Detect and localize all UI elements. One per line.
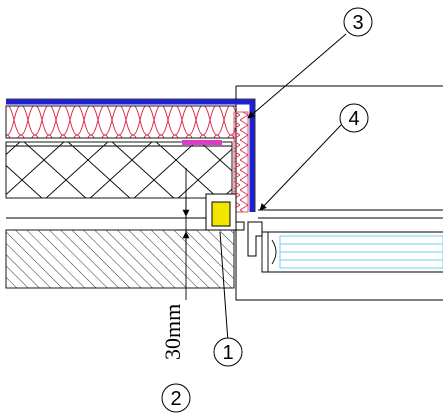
yellow-fixing-block xyxy=(205,193,245,231)
svg-text:2: 2 xyxy=(170,388,181,410)
glazing-unit xyxy=(271,235,443,269)
waterproof-membrane xyxy=(6,98,256,212)
callout-2: 2 xyxy=(161,383,191,413)
dimension-30mm xyxy=(176,168,196,300)
structural-layer xyxy=(5,141,233,199)
pink-block xyxy=(182,140,222,145)
leader-lines xyxy=(219,33,347,343)
dimension-label: 30mm xyxy=(160,304,185,360)
callout-1: 1 xyxy=(213,337,243,367)
svg-text:4: 4 xyxy=(348,108,359,130)
svg-text:1: 1 xyxy=(222,342,233,364)
roof-insulation-layer xyxy=(5,105,237,139)
callout-3: 3 xyxy=(343,7,373,37)
vertical-insulation xyxy=(233,111,249,213)
masonry-wall xyxy=(5,229,235,289)
svg-text:3: 3 xyxy=(352,12,363,34)
callout-4: 4 xyxy=(339,103,369,133)
